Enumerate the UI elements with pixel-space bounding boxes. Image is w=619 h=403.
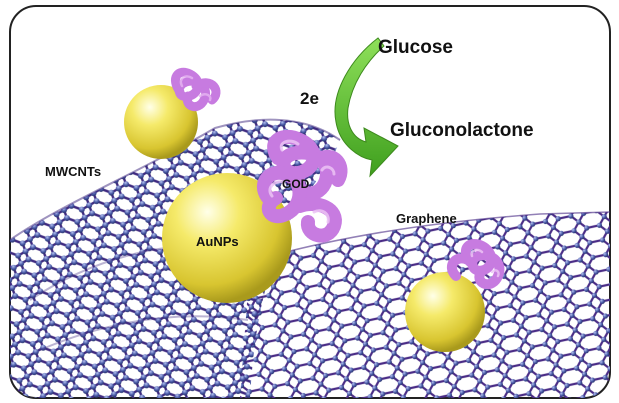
label-gluconolactone: Gluconolactone (390, 120, 534, 141)
label-god: GOD (282, 177, 310, 191)
label-graphene: Graphene (396, 211, 457, 226)
reaction-arrow (334, 37, 399, 178)
gold-nanoparticle-right (405, 272, 485, 352)
god-enzyme-large (257, 129, 348, 243)
gold-nanoparticle-small (124, 85, 198, 159)
god-enzyme-small (171, 67, 221, 112)
label-glucose: Glucose (378, 37, 453, 58)
label-aunps: AuNPs (196, 234, 239, 249)
label-electrons: 2e (300, 89, 319, 108)
gold-nanoparticle-large (162, 173, 292, 303)
god-enzyme-right (446, 239, 505, 290)
label-mwcnts: MWCNTs (45, 164, 101, 179)
